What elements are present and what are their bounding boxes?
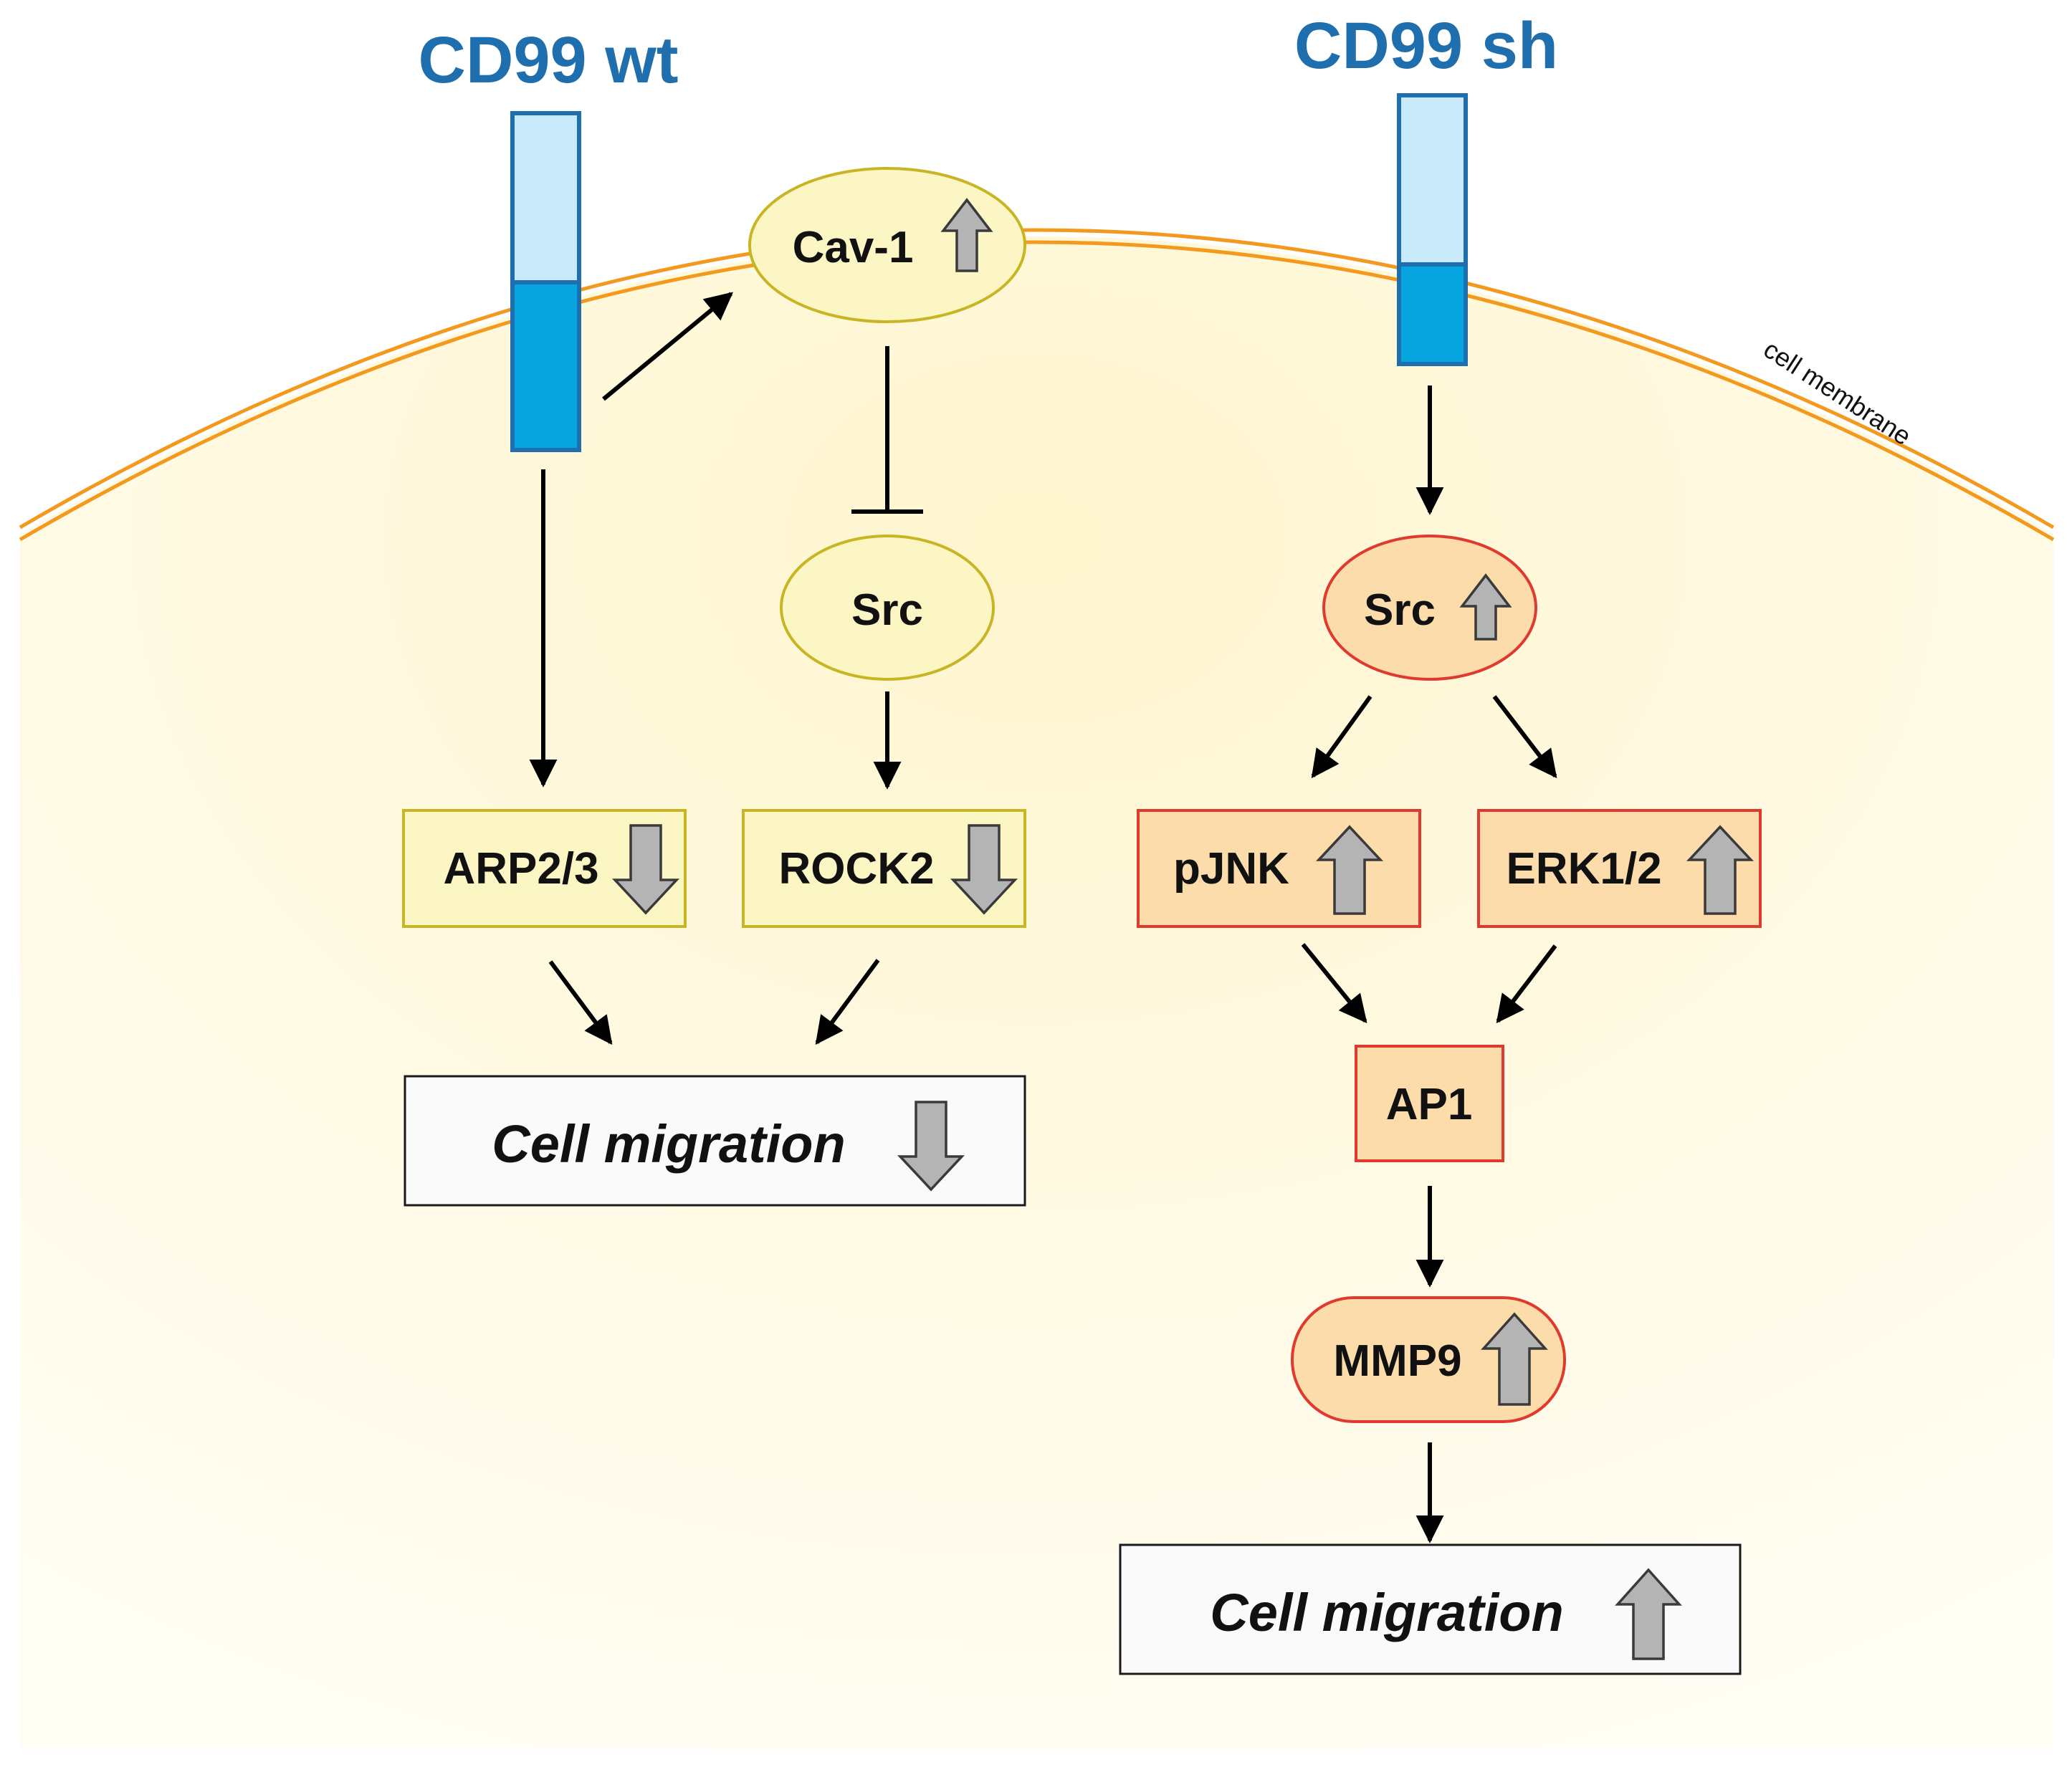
cell-membrane-outer — [19, 228, 2055, 530]
migration-left-label: Cell migration — [492, 1114, 845, 1174]
edge-arp23-to-migration — [548, 960, 613, 1045]
src-right-label: Src — [1364, 585, 1436, 635]
rock2-label: ROCK2 — [778, 844, 934, 894]
down-arrow-icon — [897, 1101, 965, 1192]
mmp9-label: MMP9 — [1333, 1336, 1461, 1386]
up-arrow-icon — [1459, 573, 1512, 641]
down-arrow-icon — [950, 824, 1018, 915]
edge-erk12-to-ap1 — [1496, 944, 1557, 1024]
erk12-label: ERK1/2 — [1506, 844, 1661, 894]
migration-right-label: Cell migration — [1210, 1583, 1563, 1642]
edge-cav1-inhibits-src — [851, 346, 923, 514]
up-arrow-icon — [1686, 825, 1754, 915]
edge-pjnk-to-ap1 — [1301, 943, 1367, 1024]
title-cd99-sh: CD99 sh — [1294, 9, 1558, 82]
edge-src-to-pjnk — [1311, 695, 1372, 779]
node-src-left: Src — [780, 535, 995, 681]
pjnk-label: pJNK — [1173, 844, 1289, 894]
edge-cd99wt-to-cav1 — [602, 292, 734, 401]
node-ap1: AP1 — [1355, 1045, 1504, 1162]
cav1-label: Cav-1 — [793, 223, 914, 272]
cell-membrane-inner — [19, 240, 2055, 542]
cd99-wt-receptor — [510, 111, 581, 452]
down-arrow-icon — [611, 824, 680, 915]
node-mmp9: MMP9 — [1291, 1296, 1566, 1423]
edge-src-to-erk12 — [1492, 695, 1557, 779]
cd99-sh-receptor — [1397, 93, 1468, 366]
src-left-label: Src — [851, 585, 923, 635]
up-arrow-icon — [1315, 825, 1384, 915]
node-cav1: Cav-1 — [748, 167, 1026, 323]
up-arrow-icon — [940, 198, 993, 272]
title-cd99-wt: CD99 wt — [419, 24, 679, 97]
edge-rock2-to-migration — [815, 959, 880, 1045]
up-arrow-icon — [1615, 1568, 1682, 1660]
node-src-right: Src — [1322, 535, 1537, 681]
ap1-label: AP1 — [1386, 1080, 1473, 1129]
node-pjnk: pJNK — [1137, 809, 1421, 928]
arp23-label: ARP2/3 — [443, 844, 598, 894]
cytoplasm — [20, 236, 2053, 1748]
up-arrow-icon — [1481, 1312, 1548, 1406]
